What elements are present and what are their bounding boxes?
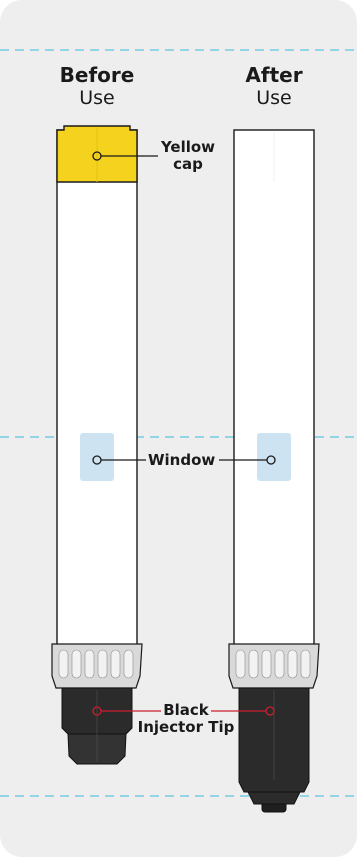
label-yellow-cap-line1: Yellow [160, 138, 216, 156]
pen-before-body [56, 129, 138, 649]
pen-after-body [233, 129, 315, 649]
pen-after-use [228, 129, 320, 813]
callout-yellow-cap [92, 151, 158, 161]
black-tip-after [238, 687, 310, 813]
label-yellow-cap: Yellow cap [160, 139, 216, 173]
label-yellow-cap-line2: cap [173, 155, 203, 173]
header-before-use: Before Use [37, 63, 157, 109]
black-tip-before [61, 687, 133, 765]
label-black-tip-line1: Black [163, 701, 209, 719]
header-before-light: Use [79, 87, 115, 109]
label-window: Window [148, 451, 216, 469]
header-before-bold: Before [59, 63, 135, 87]
callout-black-tip [92, 706, 275, 716]
header-after-use: After Use [214, 63, 334, 109]
callout-window [92, 455, 276, 465]
grip-after [228, 643, 320, 689]
label-black-tip: Black Injector Tip [130, 702, 242, 736]
header-after-light: Use [256, 87, 292, 109]
grip-before [51, 643, 143, 689]
window-before [80, 433, 114, 481]
label-black-tip-line2: Injector Tip [137, 718, 235, 736]
header-after-bold: After [245, 63, 303, 87]
pen-before-use [51, 125, 143, 765]
